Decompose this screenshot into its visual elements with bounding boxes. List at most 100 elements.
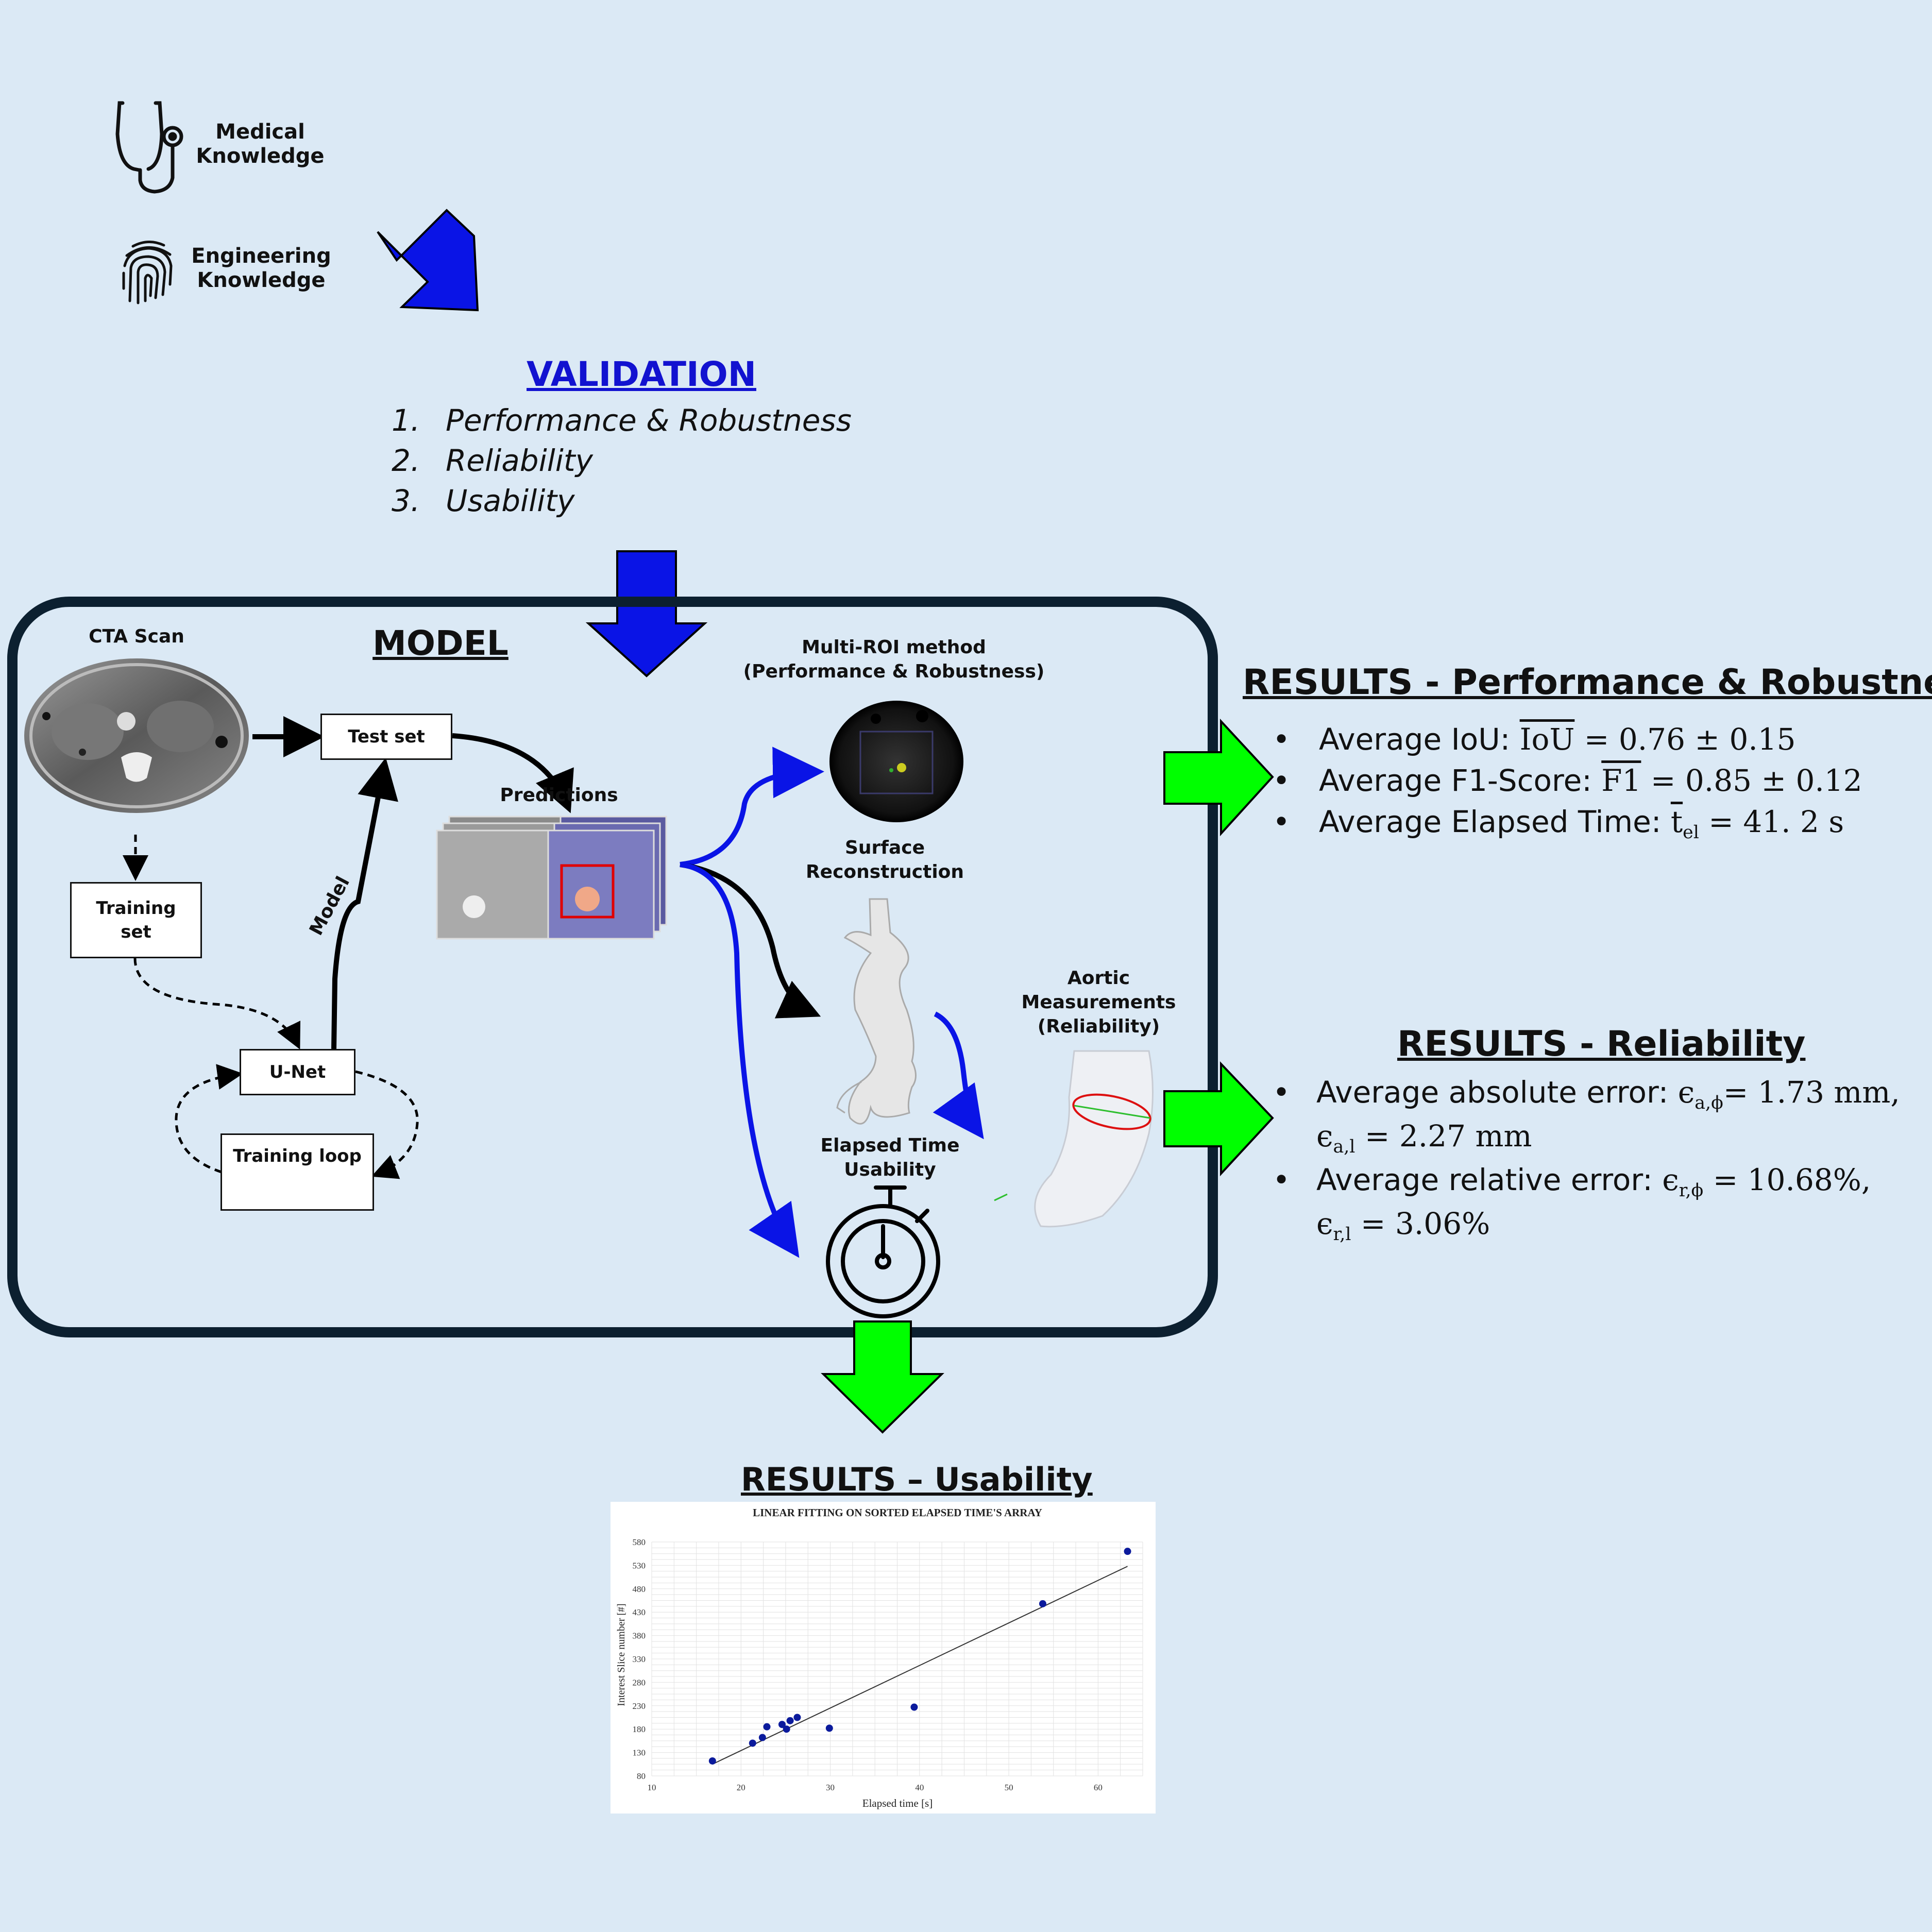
- predictions-label: Predictions: [500, 785, 618, 806]
- bullet: •: [1273, 1075, 1291, 1110]
- chart-points: [708, 1548, 1131, 1765]
- results-reliability-list: • Average absolute error: ϵa,ϕ= 1.73 mm,…: [1273, 1072, 1927, 1247]
- data-point: [763, 1723, 771, 1731]
- results-reliability-title: RESULTS - Reliability: [1397, 1024, 1806, 1064]
- y-tick-label: 130: [633, 1748, 646, 1758]
- data-point: [783, 1725, 790, 1733]
- predictions-image: [436, 816, 667, 940]
- bullet: •: [1273, 722, 1291, 757]
- absolute-label: Average absolute error:: [1316, 1075, 1678, 1110]
- result-line-iou: • Average IoU: IoU = 0.76 ± 0.15: [1273, 719, 1922, 760]
- y-tick-label: 80: [637, 1771, 646, 1781]
- result-text: ϵr,l = 3.06%: [1316, 1203, 1490, 1255]
- elapsed-time-usability-label: Elapsed Time Usability: [820, 1135, 960, 1180]
- x-tick-label: 20: [737, 1783, 745, 1792]
- epsilon-symbol: ϵ: [1316, 1206, 1333, 1241]
- abs-phi-value: = 1.73 mm,: [1723, 1075, 1900, 1110]
- multi-roi-label: Multi-ROI method (Performance & Robustne…: [743, 637, 1045, 682]
- blue-diagonal-arrow: [377, 209, 479, 312]
- data-point: [708, 1757, 716, 1765]
- blue-down-arrow: [585, 550, 708, 677]
- f1-label: Average F1-Score:: [1319, 763, 1602, 798]
- result-text: Average IoU: IoU = 0.76 ± 0.15: [1319, 719, 1796, 760]
- x-tick-label: 40: [915, 1783, 924, 1792]
- iou-label: Average IoU:: [1319, 722, 1520, 757]
- chart-title: LINEAR FITTING ON SORTED ELAPSED TIME'S …: [753, 1506, 1042, 1519]
- result-text: Average relative error: ϵr,ϕ = 10.68%,: [1316, 1159, 1871, 1211]
- iou-symbol: IoU: [1519, 722, 1575, 757]
- y-tick-label: 330: [633, 1654, 646, 1664]
- chart-ylabel: Interest Slice number [#]: [616, 1603, 627, 1706]
- multi-roi-image: [829, 701, 963, 822]
- chart-panel: [611, 1502, 1156, 1814]
- arrow-pred-to-roi: [680, 747, 824, 867]
- elapsed-symbol: t: [1670, 804, 1683, 839]
- results-usability-title: RESULTS – Usability: [741, 1461, 1093, 1498]
- abs-phi-subscript: a,ϕ: [1694, 1093, 1723, 1114]
- y-tick-label: 280: [633, 1677, 646, 1687]
- result-line-elapsed: • Average Elapsed Time: tel = 41. 2 s: [1273, 801, 1922, 843]
- iou-value: = 0.76 ± 0.15: [1574, 722, 1796, 757]
- arrow-training-loop-right: [355, 1070, 419, 1179]
- result-line-absolute: • Average absolute error: ϵa,ϕ= 1.73 mm,…: [1273, 1072, 1927, 1159]
- roi-box: [560, 864, 615, 919]
- result-line-f1: • Average F1-Score: F1 = 0.85 ± 0.12: [1273, 760, 1922, 801]
- rel-phi-subscript: r,ϕ: [1679, 1180, 1704, 1201]
- result-line-relative: • Average relative error: ϵr,ϕ = 10.68%,…: [1273, 1159, 1927, 1247]
- results-performance-list: • Average IoU: IoU = 0.76 ± 0.15 • Avera…: [1273, 719, 1922, 845]
- validation-item-reliability: Reliability: [446, 443, 593, 478]
- arrow-training-to-unet: [133, 958, 300, 1049]
- chart-xlabel: Elapsed time [s]: [862, 1797, 933, 1809]
- training-loop-box: Training loop: [221, 1133, 374, 1211]
- green-arrow-reliability: [1163, 1061, 1274, 1177]
- y-tick-label: 430: [633, 1607, 646, 1617]
- aortic-measurement-image: [994, 1050, 1154, 1228]
- elapsed-value: = 41. 2 s: [1699, 804, 1844, 839]
- abs-l-value: = 2.27 mm: [1355, 1118, 1532, 1154]
- validation-item-number: 2.: [392, 443, 420, 478]
- elapsed-label: Average Elapsed Time:: [1319, 804, 1671, 839]
- engineering-knowledge-label: Engineering Knowledge: [191, 244, 331, 292]
- elapsed-subscript: el: [1683, 822, 1699, 843]
- validation-item-number: 1.: [392, 403, 420, 438]
- validation-item-number: 3.: [392, 483, 420, 518]
- green-arrow-usability: [821, 1320, 944, 1434]
- test-set-box: Test set: [320, 714, 452, 760]
- chart-grid: [651, 1541, 1143, 1776]
- validation-item-performance: Performance & Robustness: [446, 403, 852, 438]
- epsilon-symbol: ϵ: [1662, 1162, 1679, 1197]
- model-title: MODEL: [372, 623, 509, 663]
- fingerprint-icon: [122, 240, 173, 304]
- arrow-unet-to-test: [331, 757, 398, 1049]
- arrow-surface-to-aortic: [933, 1011, 984, 1140]
- arrow-pred-to-surface: [680, 862, 821, 1019]
- validation-item-usability: Usability: [446, 483, 575, 518]
- data-point: [1039, 1600, 1046, 1607]
- data-point: [910, 1703, 918, 1711]
- result-text: Average F1-Score: F1 = 0.85 ± 0.12: [1319, 760, 1862, 801]
- f1-value: = 0.85 ± 0.12: [1641, 763, 1862, 798]
- rel-l-value: = 3.06%: [1351, 1206, 1490, 1241]
- relative-label: Average relative error:: [1316, 1162, 1663, 1197]
- arrow-test-to-predictions: [452, 733, 574, 814]
- medical-knowledge-label: Medical Knowledge: [196, 120, 325, 168]
- arrow-pred-to-timer: [680, 862, 800, 1258]
- results-performance-title: RESULTS - Performance & Robustness: [1243, 662, 1932, 703]
- y-tick-label: 180: [633, 1724, 646, 1734]
- rel-l-subscript: r,l: [1333, 1224, 1351, 1245]
- data-point: [793, 1714, 801, 1721]
- aortic-measurements-label: Aortic Measurements (Reliability): [1021, 968, 1176, 1037]
- x-tick-label: 10: [648, 1783, 656, 1792]
- epsilon-symbol: ϵ: [1677, 1075, 1695, 1110]
- unet-box: U-Net: [240, 1049, 355, 1095]
- test-set-label: Test set: [348, 726, 425, 747]
- f1-symbol: F1: [1601, 763, 1641, 798]
- y-tick-label: 380: [633, 1631, 646, 1641]
- data-point: [778, 1721, 786, 1728]
- training-loop-label: Training loop: [233, 1146, 362, 1166]
- training-set-label: Training set: [96, 898, 176, 942]
- y-tick-label: 580: [633, 1537, 646, 1547]
- abs-l-subscript: a,l: [1333, 1137, 1355, 1158]
- bullet: •: [1273, 763, 1291, 798]
